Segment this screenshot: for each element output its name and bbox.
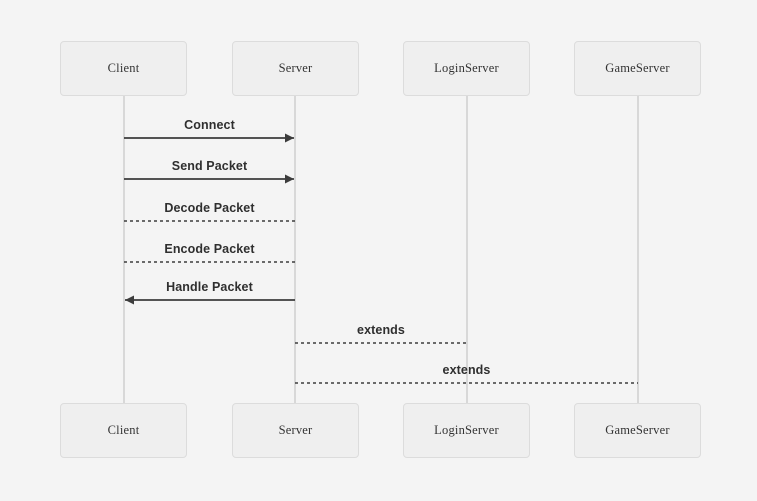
message-label-1: Send Packet [171, 159, 248, 173]
participant-box-bottom-server[interactable]: Server [232, 403, 359, 458]
participant-label: GameServer [605, 423, 670, 437]
participant-label: Client [107, 423, 140, 437]
participant-box-bottom-loginserver[interactable]: LoginServer [403, 403, 530, 458]
arrowhead-right-0 [285, 133, 294, 143]
lifelines-group [123, 96, 639, 403]
message-label-0: Connect [184, 118, 235, 132]
arrowhead-left-4 [125, 295, 134, 305]
participant-label: Client [107, 61, 140, 75]
participant-box-top-loginserver[interactable]: LoginServer [403, 41, 530, 96]
message-label-5: extends [357, 323, 405, 337]
messages-group [124, 133, 638, 384]
participant-box-bottom-gameserver[interactable]: GameServer [574, 403, 701, 458]
participant-box-top-client[interactable]: Client [60, 41, 187, 96]
participant-label: GameServer [605, 61, 670, 75]
message-label-3: Encode Packet [164, 242, 255, 256]
arrowhead-right-1 [285, 174, 294, 184]
message-label-2: Decode Packet [164, 201, 255, 215]
participant-box-top-server[interactable]: Server [232, 41, 359, 96]
participant-label: LoginServer [434, 61, 499, 75]
participant-box-bottom-client[interactable]: Client [60, 403, 187, 458]
message-label-6: extends [442, 363, 491, 377]
message-label-4: Handle Packet [166, 280, 253, 294]
participant-box-top-gameserver[interactable]: GameServer [574, 41, 701, 96]
participant-label: Server [278, 423, 313, 437]
participant-label: Server [278, 61, 313, 75]
participant-label: LoginServer [434, 423, 499, 437]
